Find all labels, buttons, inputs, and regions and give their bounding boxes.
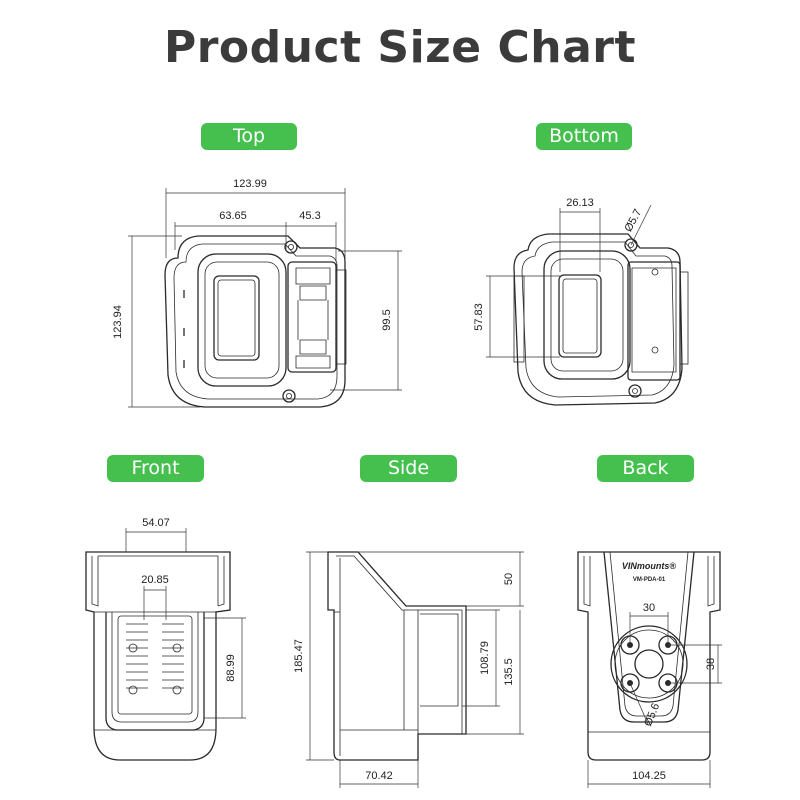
dim-bottom-width: 26.13	[566, 197, 594, 209]
page-title: Product Size Chart	[163, 22, 636, 73]
label-bottom: Bottom	[536, 123, 632, 150]
dim-top-right: 45.3	[299, 210, 320, 222]
label-front: Front	[107, 455, 204, 482]
dim-bottom-height: 57.83	[473, 303, 485, 331]
dim-top-width: 123.99	[233, 178, 267, 190]
side-view: 185.47 50 108.79 135.5 70.42	[293, 551, 524, 788]
dim-side-inner: 108.79	[479, 641, 491, 675]
bottom-view: 26.13 Ø5.7 57.83	[473, 197, 689, 406]
dim-back-width: 104.25	[632, 770, 666, 782]
dim-front-slot: 20.85	[141, 574, 169, 586]
dim-back-hole: Ø5.6	[642, 702, 662, 729]
label-top: Top	[201, 123, 297, 150]
label-side: Side	[360, 455, 457, 482]
dim-back-hole-spacing: 30	[643, 602, 655, 614]
dim-side-depth: 70.42	[365, 770, 393, 782]
dim-front-height: 88.99	[225, 654, 237, 682]
dim-side-top: 50	[503, 573, 515, 585]
label-back: Back	[597, 455, 694, 482]
front-view: 54.07 20.85 88.99	[85, 517, 246, 761]
dim-top-height: 123.94	[112, 305, 124, 339]
brand-logo: VINmounts®	[622, 561, 677, 571]
top-view: 123.99 63.65 45.3 123.94 99.5	[112, 178, 402, 408]
dim-side-lower: 135.5	[503, 658, 515, 686]
dim-side-total-height: 185.47	[293, 639, 305, 673]
dim-front-width: 54.07	[142, 517, 170, 529]
dim-top-inner: 99.5	[381, 309, 393, 330]
model-number: VM-PDA-01	[633, 577, 666, 583]
back-view: VINmounts® VM-PDA-01 30 38 Ø5.6 104.25	[577, 551, 722, 788]
dim-bottom-hole: Ø5.7	[622, 207, 644, 234]
dim-top-left: 63.65	[219, 210, 247, 222]
dim-back-spacing-v: 38	[705, 658, 717, 670]
